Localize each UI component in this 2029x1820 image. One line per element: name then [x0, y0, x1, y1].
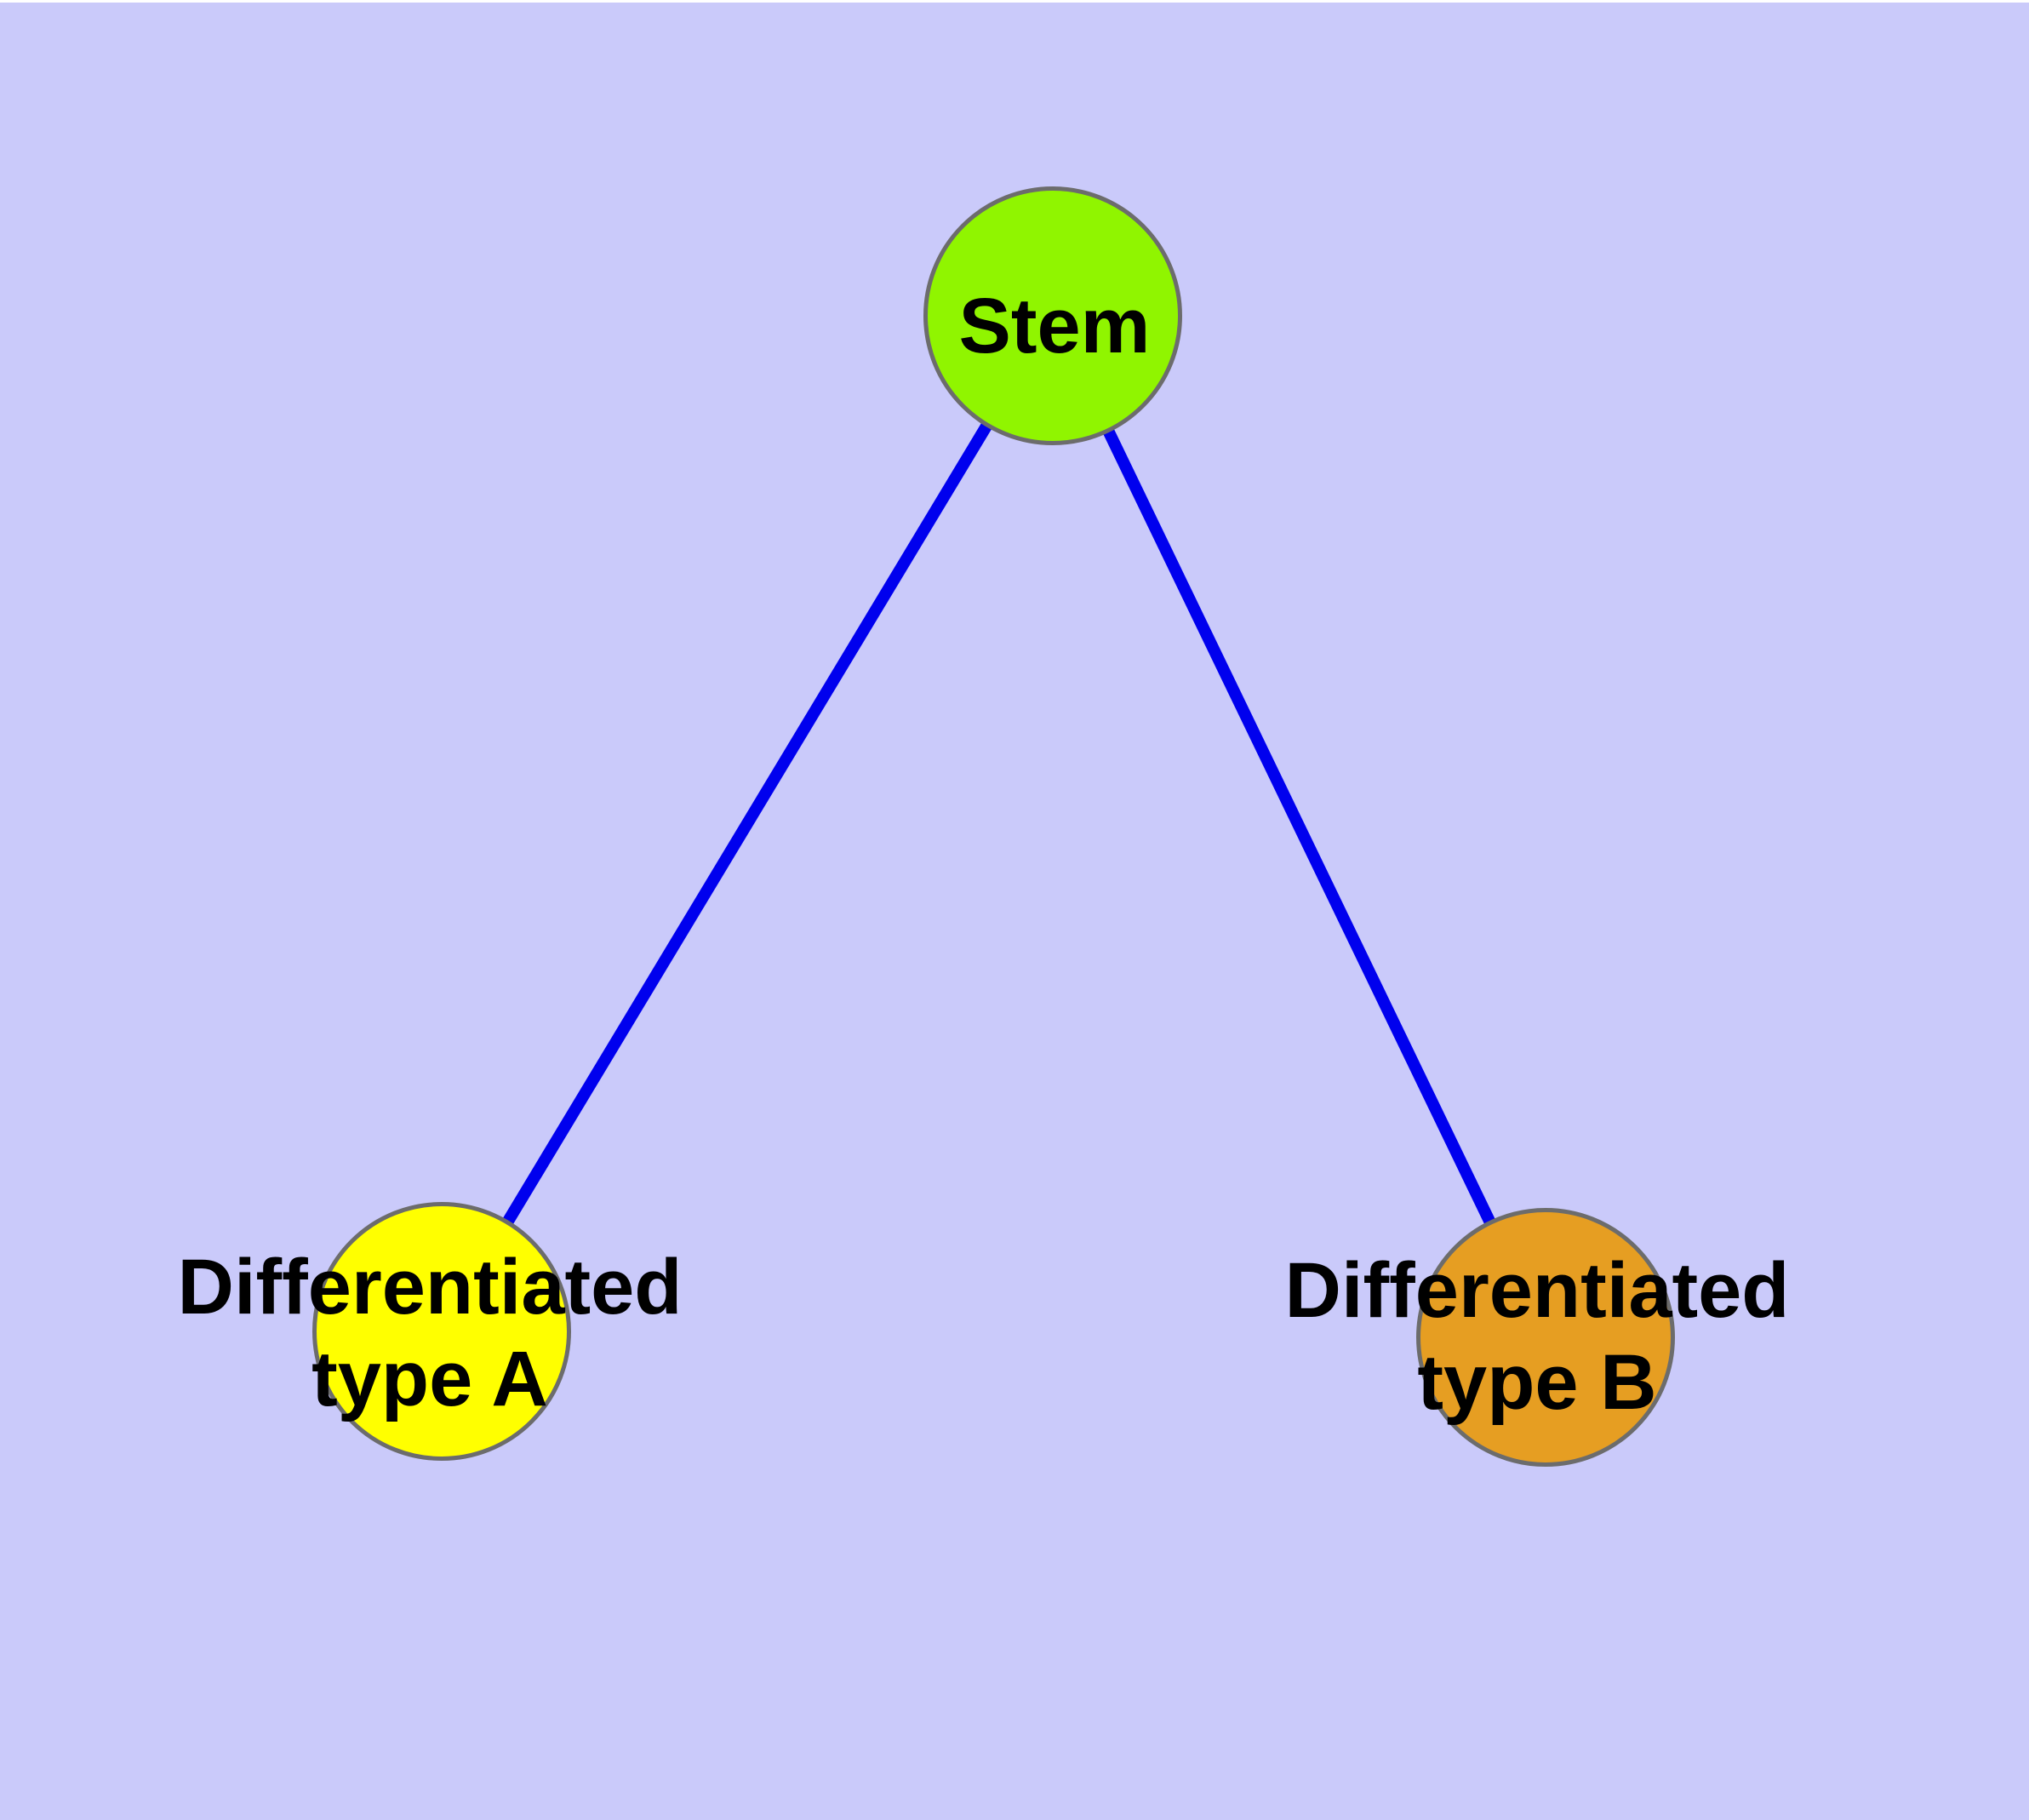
type-a-label-line-2: type A — [311, 1336, 548, 1422]
edge-stem-to-type-a — [437, 312, 1058, 1335]
type-a-label-line-1: Differentiated — [177, 1244, 683, 1331]
canvas-top-edge — [0, 0, 2029, 3]
differentiated-type-b-node — [1416, 1208, 1675, 1467]
stem-node-label: Stem — [958, 283, 1151, 369]
edge-stem-to-type-b — [1047, 312, 1552, 1341]
differentiated-type-a-node — [312, 1202, 571, 1461]
differentiated-type-a-node-label: Differentiated type A — [178, 1241, 683, 1425]
type-b-label-line-2: type B — [1417, 1339, 1657, 1426]
stem-node — [923, 186, 1182, 445]
differentiated-type-b-node-label: Differentiated type B — [1285, 1245, 1790, 1428]
type-b-label-line-1: Differentiated — [1284, 1247, 1790, 1334]
